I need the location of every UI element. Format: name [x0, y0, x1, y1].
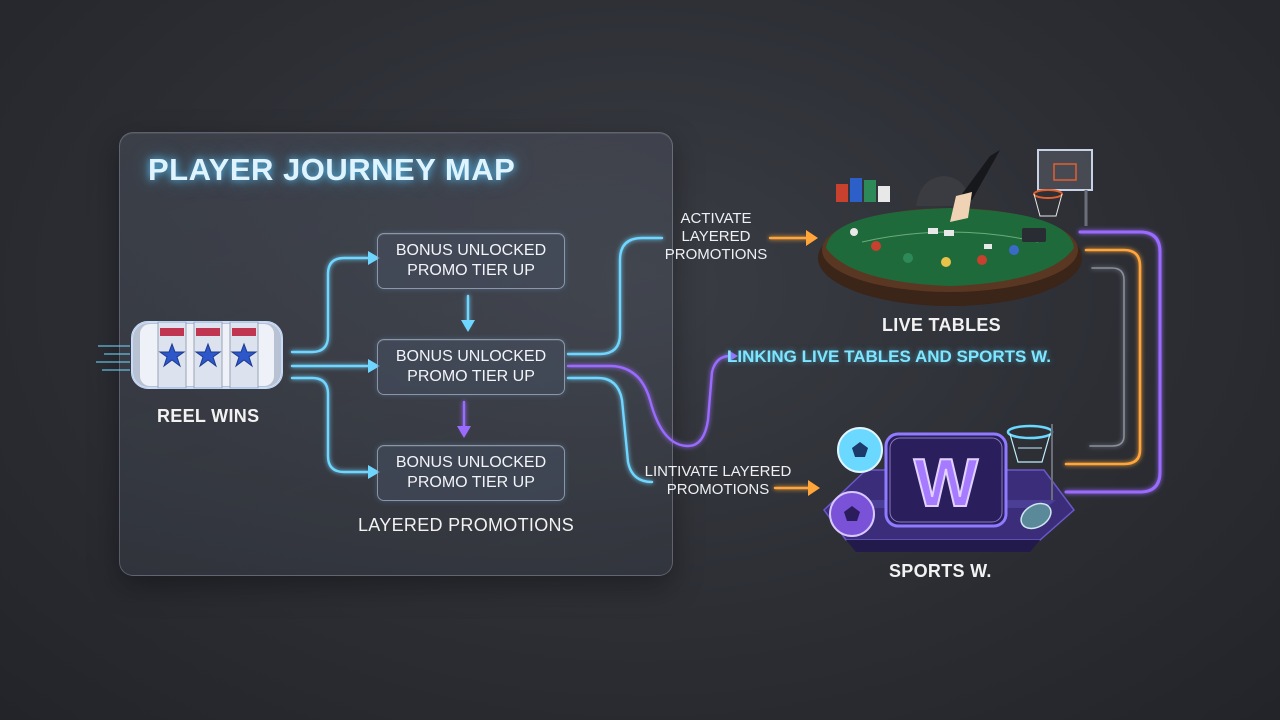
- casino-table-icon: [818, 149, 1093, 306]
- arrowhead-step3: [368, 465, 380, 479]
- edge-bottom-line1: LINTIVATE LAYERED: [644, 463, 792, 480]
- page-title: PLAYER JOURNEY MAP: [148, 152, 516, 187]
- connector-step2-link: [566, 354, 732, 448]
- step-box-2: BONUS UNLOCKED PROMO TIER UP: [377, 339, 565, 395]
- arrowhead-down1: [461, 320, 475, 332]
- connector-reel-step3: [290, 376, 370, 474]
- edge-bottom-label: LINTIVATE LAYERED PROMOTIONS: [628, 463, 808, 499]
- step-1-line1: BONUS UNLOCKED: [395, 242, 547, 259]
- svg-text:W: W: [914, 445, 979, 521]
- step-box-1: BONUS UNLOCKED PROMO TIER UP: [377, 233, 565, 289]
- link-label: LINKING LIVE TABLES AND SPORTS W.: [727, 347, 1051, 366]
- edge-top-line1: ACTIVATE: [680, 210, 752, 227]
- step-2-line1: BONUS UNLOCKED: [395, 348, 547, 365]
- edge-top-line3: PROMOTIONS: [664, 246, 768, 263]
- arrowhead-live: [806, 230, 818, 246]
- live-tables-label: LIVE TABLES: [882, 315, 1001, 335]
- arrowhead-step2: [368, 359, 380, 373]
- slot-reel-icon: [96, 321, 283, 389]
- connector-step2-sports: [566, 376, 654, 484]
- reel-wins-label: REEL WINS: [157, 406, 260, 426]
- sports-label: SPORTS W.: [889, 561, 992, 581]
- arrowhead-sports: [808, 480, 820, 496]
- steps-caption: LAYERED PROMOTIONS: [358, 515, 575, 535]
- connector-live-sports-orange: [1064, 248, 1142, 466]
- edge-top-line2: LAYERED: [681, 228, 751, 245]
- sports-w-icon: W: [823, 424, 1076, 552]
- connector-live-sports-purple: [1064, 230, 1162, 494]
- edge-top-label: ACTIVATE LAYERED PROMOTIONS: [654, 210, 778, 264]
- connector-step2-live: [566, 236, 664, 356]
- step-2-line2: PROMO TIER UP: [407, 368, 535, 385]
- connector-reel-step1: [290, 256, 370, 354]
- step-3-line2: PROMO TIER UP: [407, 474, 535, 491]
- arrowhead-step1: [368, 251, 380, 265]
- arrowhead-down2: [457, 426, 471, 438]
- edge-bottom-line2: PROMOTIONS: [666, 481, 770, 498]
- step-box-3: BONUS UNLOCKED PROMO TIER UP: [377, 445, 565, 501]
- step-3-line1: BONUS UNLOCKED: [395, 454, 547, 471]
- step-1-line2: PROMO TIER UP: [407, 262, 535, 279]
- arrowhead-link: [728, 350, 738, 362]
- connector-inner-gray: [1089, 267, 1125, 447]
